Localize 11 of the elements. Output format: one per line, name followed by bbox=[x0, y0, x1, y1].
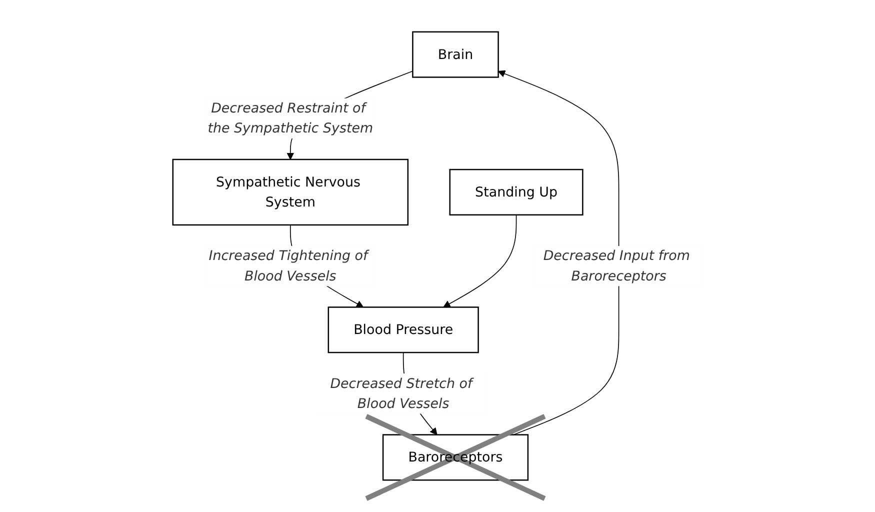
node-box: Baroreceptors bbox=[382, 434, 528, 481]
edge-label: Decreased Stretch of Blood Vessels bbox=[330, 375, 472, 412]
edge-label: Decreased Restraint of the Sympathetic System bbox=[207, 100, 373, 136]
node-box: Standing Up bbox=[448, 168, 583, 216]
node-box: Brain bbox=[412, 31, 499, 78]
node-box: Blood Pressure bbox=[327, 306, 479, 354]
node-box: Sympathetic Nervous System bbox=[172, 158, 408, 226]
edge-label: Decreased Input from Baroreceptors bbox=[543, 248, 690, 284]
arrow bbox=[442, 214, 516, 308]
edge-label: Increased Tightening of Blood Vessels bbox=[208, 248, 368, 284]
arrow bbox=[498, 70, 619, 436]
